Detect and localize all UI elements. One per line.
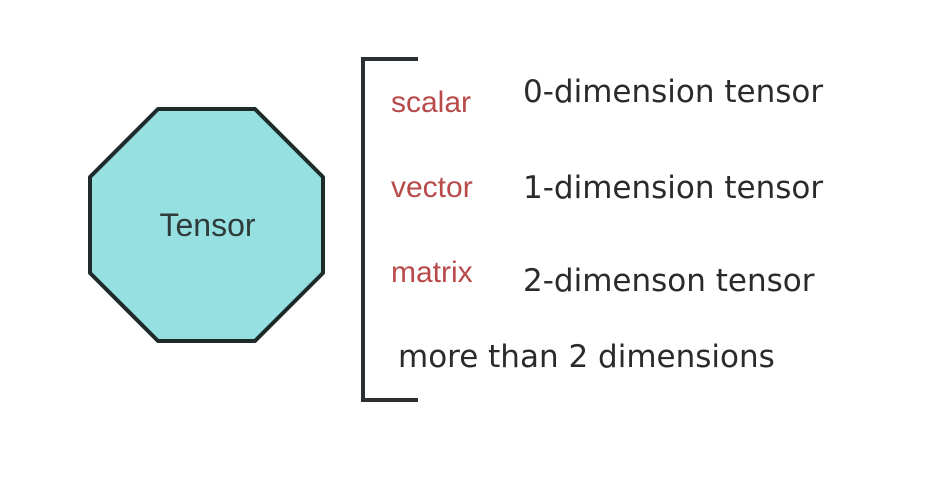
tensor-octagon xyxy=(88,107,325,343)
term-vector: vector xyxy=(391,171,473,204)
desc-scalar: 0-dimension tensor xyxy=(523,74,824,110)
tensor-label: Tensor xyxy=(159,207,256,243)
desc-matrix: 2-dimenson tensor xyxy=(523,263,815,299)
term-scalar: scalar xyxy=(391,86,472,119)
desc-higher-dimensions: more than 2 dimensions xyxy=(398,339,775,375)
term-matrix: matrix xyxy=(391,256,473,289)
left-bracket xyxy=(361,57,418,402)
desc-vector: 1-dimension tensor xyxy=(523,170,824,206)
